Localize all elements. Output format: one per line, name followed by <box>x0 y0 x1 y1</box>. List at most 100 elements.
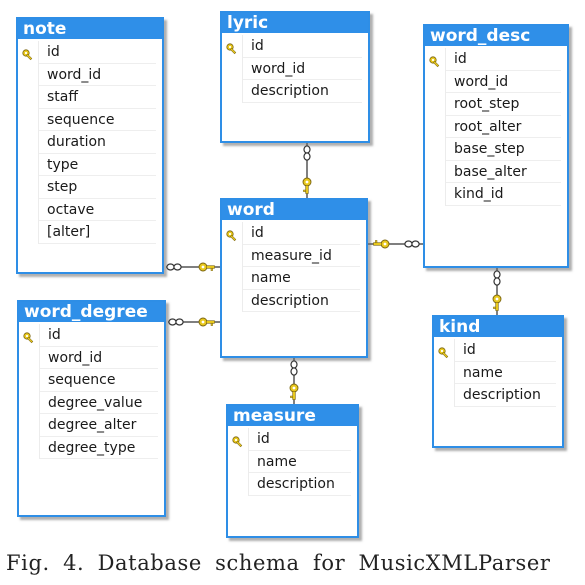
column-name: duration <box>39 131 156 154</box>
column-name: staff <box>39 86 156 109</box>
infinity-icon <box>404 240 420 248</box>
column-row[interactable]: description <box>228 473 357 496</box>
infinity-icon <box>168 318 184 326</box>
key-icon <box>302 177 312 194</box>
column-row[interactable]: word_id <box>18 63 162 86</box>
infinity-icon <box>303 145 311 161</box>
column-row[interactable]: description <box>222 289 366 312</box>
column-name: word_id <box>39 64 156 86</box>
column-name: kind_id <box>446 183 561 206</box>
table-title: lyric <box>222 13 368 33</box>
column-row[interactable]: degree_alter <box>19 414 164 437</box>
row-gutter <box>18 221 39 244</box>
column-row[interactable]: description <box>222 80 368 103</box>
column-name: description <box>243 80 362 103</box>
column-name: word_id <box>40 347 158 369</box>
row-gutter <box>222 222 243 245</box>
column-name: description <box>243 290 360 312</box>
column-row[interactable]: sequence <box>19 369 164 392</box>
column-name: id <box>39 41 156 64</box>
infinity-icon <box>493 270 501 286</box>
column-name: description <box>455 384 556 407</box>
primary-key-icon <box>438 344 450 359</box>
column-row[interactable]: name <box>434 361 562 384</box>
row-gutter <box>425 183 446 206</box>
column-row[interactable]: staff <box>18 86 162 109</box>
row-gutter <box>222 35 243 58</box>
column-row[interactable]: id <box>18 41 162 64</box>
row-gutter <box>18 63 39 86</box>
column-row[interactable]: type <box>18 153 162 176</box>
column-name: id <box>455 339 556 362</box>
column-row[interactable]: id <box>228 428 357 451</box>
row-gutter <box>19 414 40 437</box>
column-name: id <box>249 428 351 451</box>
column-row[interactable]: id <box>425 48 567 71</box>
row-gutter <box>425 138 446 161</box>
column-row[interactable]: measure_id <box>222 244 366 267</box>
column-row[interactable]: step <box>18 176 162 199</box>
relationship-lines <box>166 143 502 404</box>
column-row[interactable]: duration <box>18 131 162 154</box>
row-gutter <box>19 436 40 459</box>
row-gutter <box>425 115 446 138</box>
column-row[interactable]: octave <box>18 198 162 221</box>
primary-key-icon <box>226 227 238 242</box>
row-gutter <box>425 93 446 116</box>
column-name: measure_id <box>243 245 360 267</box>
row-gutter <box>222 267 243 290</box>
column-row[interactable]: degree_value <box>19 391 164 414</box>
column-row[interactable]: base_alter <box>425 160 567 183</box>
column-row[interactable]: id <box>222 222 366 245</box>
row-gutter <box>18 176 39 199</box>
table-title: measure <box>228 406 357 426</box>
column-row[interactable]: root_step <box>425 93 567 116</box>
column-row[interactable]: word_id <box>222 57 368 80</box>
column-name: degree_type <box>40 437 158 459</box>
row-gutter <box>19 391 40 414</box>
column-row[interactable]: kind_id <box>425 183 567 206</box>
row-gutter <box>425 48 446 71</box>
table-title: note <box>18 19 162 39</box>
row-gutter <box>18 108 39 131</box>
key-icon <box>198 262 215 272</box>
row-gutter <box>425 160 446 183</box>
row-gutter <box>434 339 455 362</box>
column-name: id <box>40 324 158 347</box>
column-row[interactable]: sequence <box>18 108 162 131</box>
column-row[interactable]: [alter] <box>18 221 162 244</box>
row-gutter <box>18 198 39 221</box>
column-row[interactable]: degree_type <box>19 436 164 459</box>
column-row[interactable]: root_alter <box>425 115 567 138</box>
column-row[interactable]: id <box>222 35 368 58</box>
column-row[interactable]: id <box>434 339 562 362</box>
column-row[interactable]: id <box>19 324 164 347</box>
column-row[interactable]: word_id <box>19 346 164 369</box>
key-icon <box>373 239 390 249</box>
column-name: root_alter <box>446 116 561 138</box>
figure-caption: Fig. 4. Database schema for MusicXMLPars… <box>6 551 551 575</box>
column-row[interactable]: description <box>434 384 562 407</box>
infinity-icon <box>290 360 298 376</box>
primary-key-icon <box>232 433 244 448</box>
column-name: name <box>243 267 360 290</box>
key-icon <box>198 317 215 327</box>
primary-key-icon <box>429 53 441 68</box>
column-name: sequence <box>39 109 156 131</box>
column-row[interactable]: word_id <box>425 70 567 93</box>
primary-key-icon <box>226 40 238 55</box>
column-row[interactable]: base_step <box>425 138 567 161</box>
column-row[interactable]: name <box>228 450 357 473</box>
column-row[interactable]: name <box>222 267 366 290</box>
column-name: base_alter <box>446 161 561 183</box>
column-name: name <box>455 362 556 384</box>
column-name: word_id <box>446 71 561 93</box>
